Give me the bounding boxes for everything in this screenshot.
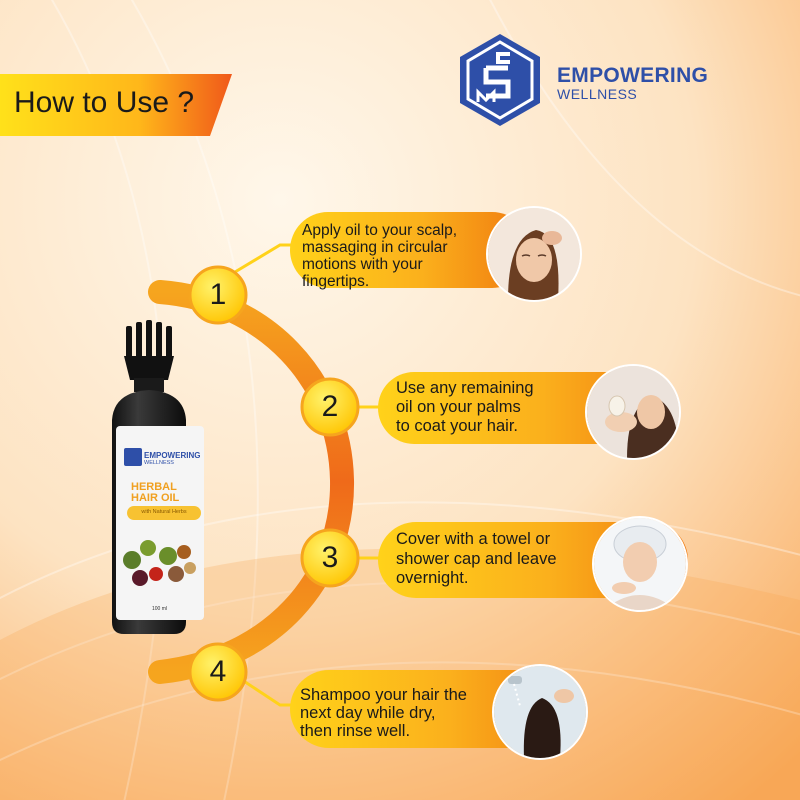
step-4-number: 4 (209, 655, 227, 688)
product-tagline: with Natural Herbs (141, 509, 187, 515)
step-2-badge (300, 377, 360, 437)
step-1-photo (486, 206, 582, 302)
step-1-pill (290, 212, 530, 288)
page-title: How to Use ? (14, 86, 195, 119)
product-brand-sub: WELLNESS (144, 460, 174, 466)
product-name: HERBAL HAIR OIL (131, 481, 180, 504)
product-volume: 100 ml (152, 606, 168, 612)
brand-name: EMPOWERING (557, 64, 709, 87)
step-4-text: Shampoo your hair the next day while dry… (300, 686, 467, 740)
title-banner (0, 74, 232, 136)
step-2-text: Use any remaining oil on your palms to c… (396, 379, 534, 435)
step-1-text: Apply oil to your scalp, massaging in ci… (302, 222, 458, 290)
step-2-photo (585, 364, 681, 460)
step-1-badge (188, 265, 248, 325)
step-3-photo (592, 516, 688, 612)
product-brand-name: EMPOWERING (144, 451, 201, 460)
step-4-photo (492, 664, 588, 760)
step-3-number: 3 (321, 541, 339, 574)
step-4-badge (188, 642, 248, 702)
step-3-text: Cover with a towel or shower cap and lea… (396, 530, 557, 587)
step-2-number: 2 (321, 390, 339, 423)
step-1-number: 1 (209, 278, 227, 311)
brand-subtitle: WELLNESS (557, 86, 638, 102)
step-3-badge (300, 528, 360, 588)
